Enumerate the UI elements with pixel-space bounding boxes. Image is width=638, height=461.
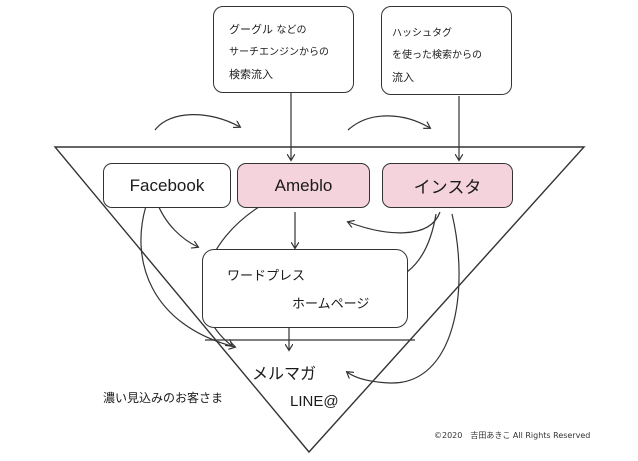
insta-label: インスタ <box>413 178 482 197</box>
arrow-insta-to-melmaga <box>347 213 460 384</box>
note-google-line3: 検索流入 <box>229 68 273 81</box>
arrow-curve-left <box>154 114 240 131</box>
facebook-box: Facebook <box>103 163 231 208</box>
wordpress-box: ワードプレス ホームページ <box>202 249 408 328</box>
ameblo-label: Ameblo <box>274 175 333 195</box>
insta-box: インスタ <box>382 163 513 208</box>
note-hashtag-search: ハッシュタグ を使った検索からの 流入 <box>381 6 512 95</box>
note-hashtag-line2: を使った検索からの <box>392 50 482 61</box>
note-hashtag-line3: 流入 <box>392 71 414 84</box>
note-google-search: グーグル などの サーチエンジンからの 検索流入 <box>213 6 354 93</box>
note-hashtag-line1: ハッシュタグ <box>392 28 452 39</box>
arrow-insta-to-ameblo <box>348 211 441 234</box>
note-google-line1-suffix: などの <box>276 25 307 36</box>
facebook-label: Facebook <box>129 175 205 195</box>
funnel-triangle <box>53 146 586 454</box>
prospect-customers-label: 濃い見込みのお客さま <box>103 391 224 405</box>
melmaga-label: メルマガ <box>252 364 317 383</box>
arrow-curve-right <box>347 115 430 131</box>
note-google-line2: サーチエンジンからの <box>229 47 329 58</box>
homepage-label: ホームページ <box>292 297 370 312</box>
line-at-label: LINE@ <box>290 393 339 410</box>
note-google-line1-main: グーグル <box>229 23 273 36</box>
copyright-text: ©2020 吉田あきこ All Rights Reserved <box>434 431 591 440</box>
arrow-facebook-to-melmaga <box>140 205 235 347</box>
wordpress-label: ワードプレス <box>227 269 306 284</box>
ameblo-box: Ameblo <box>237 163 370 208</box>
